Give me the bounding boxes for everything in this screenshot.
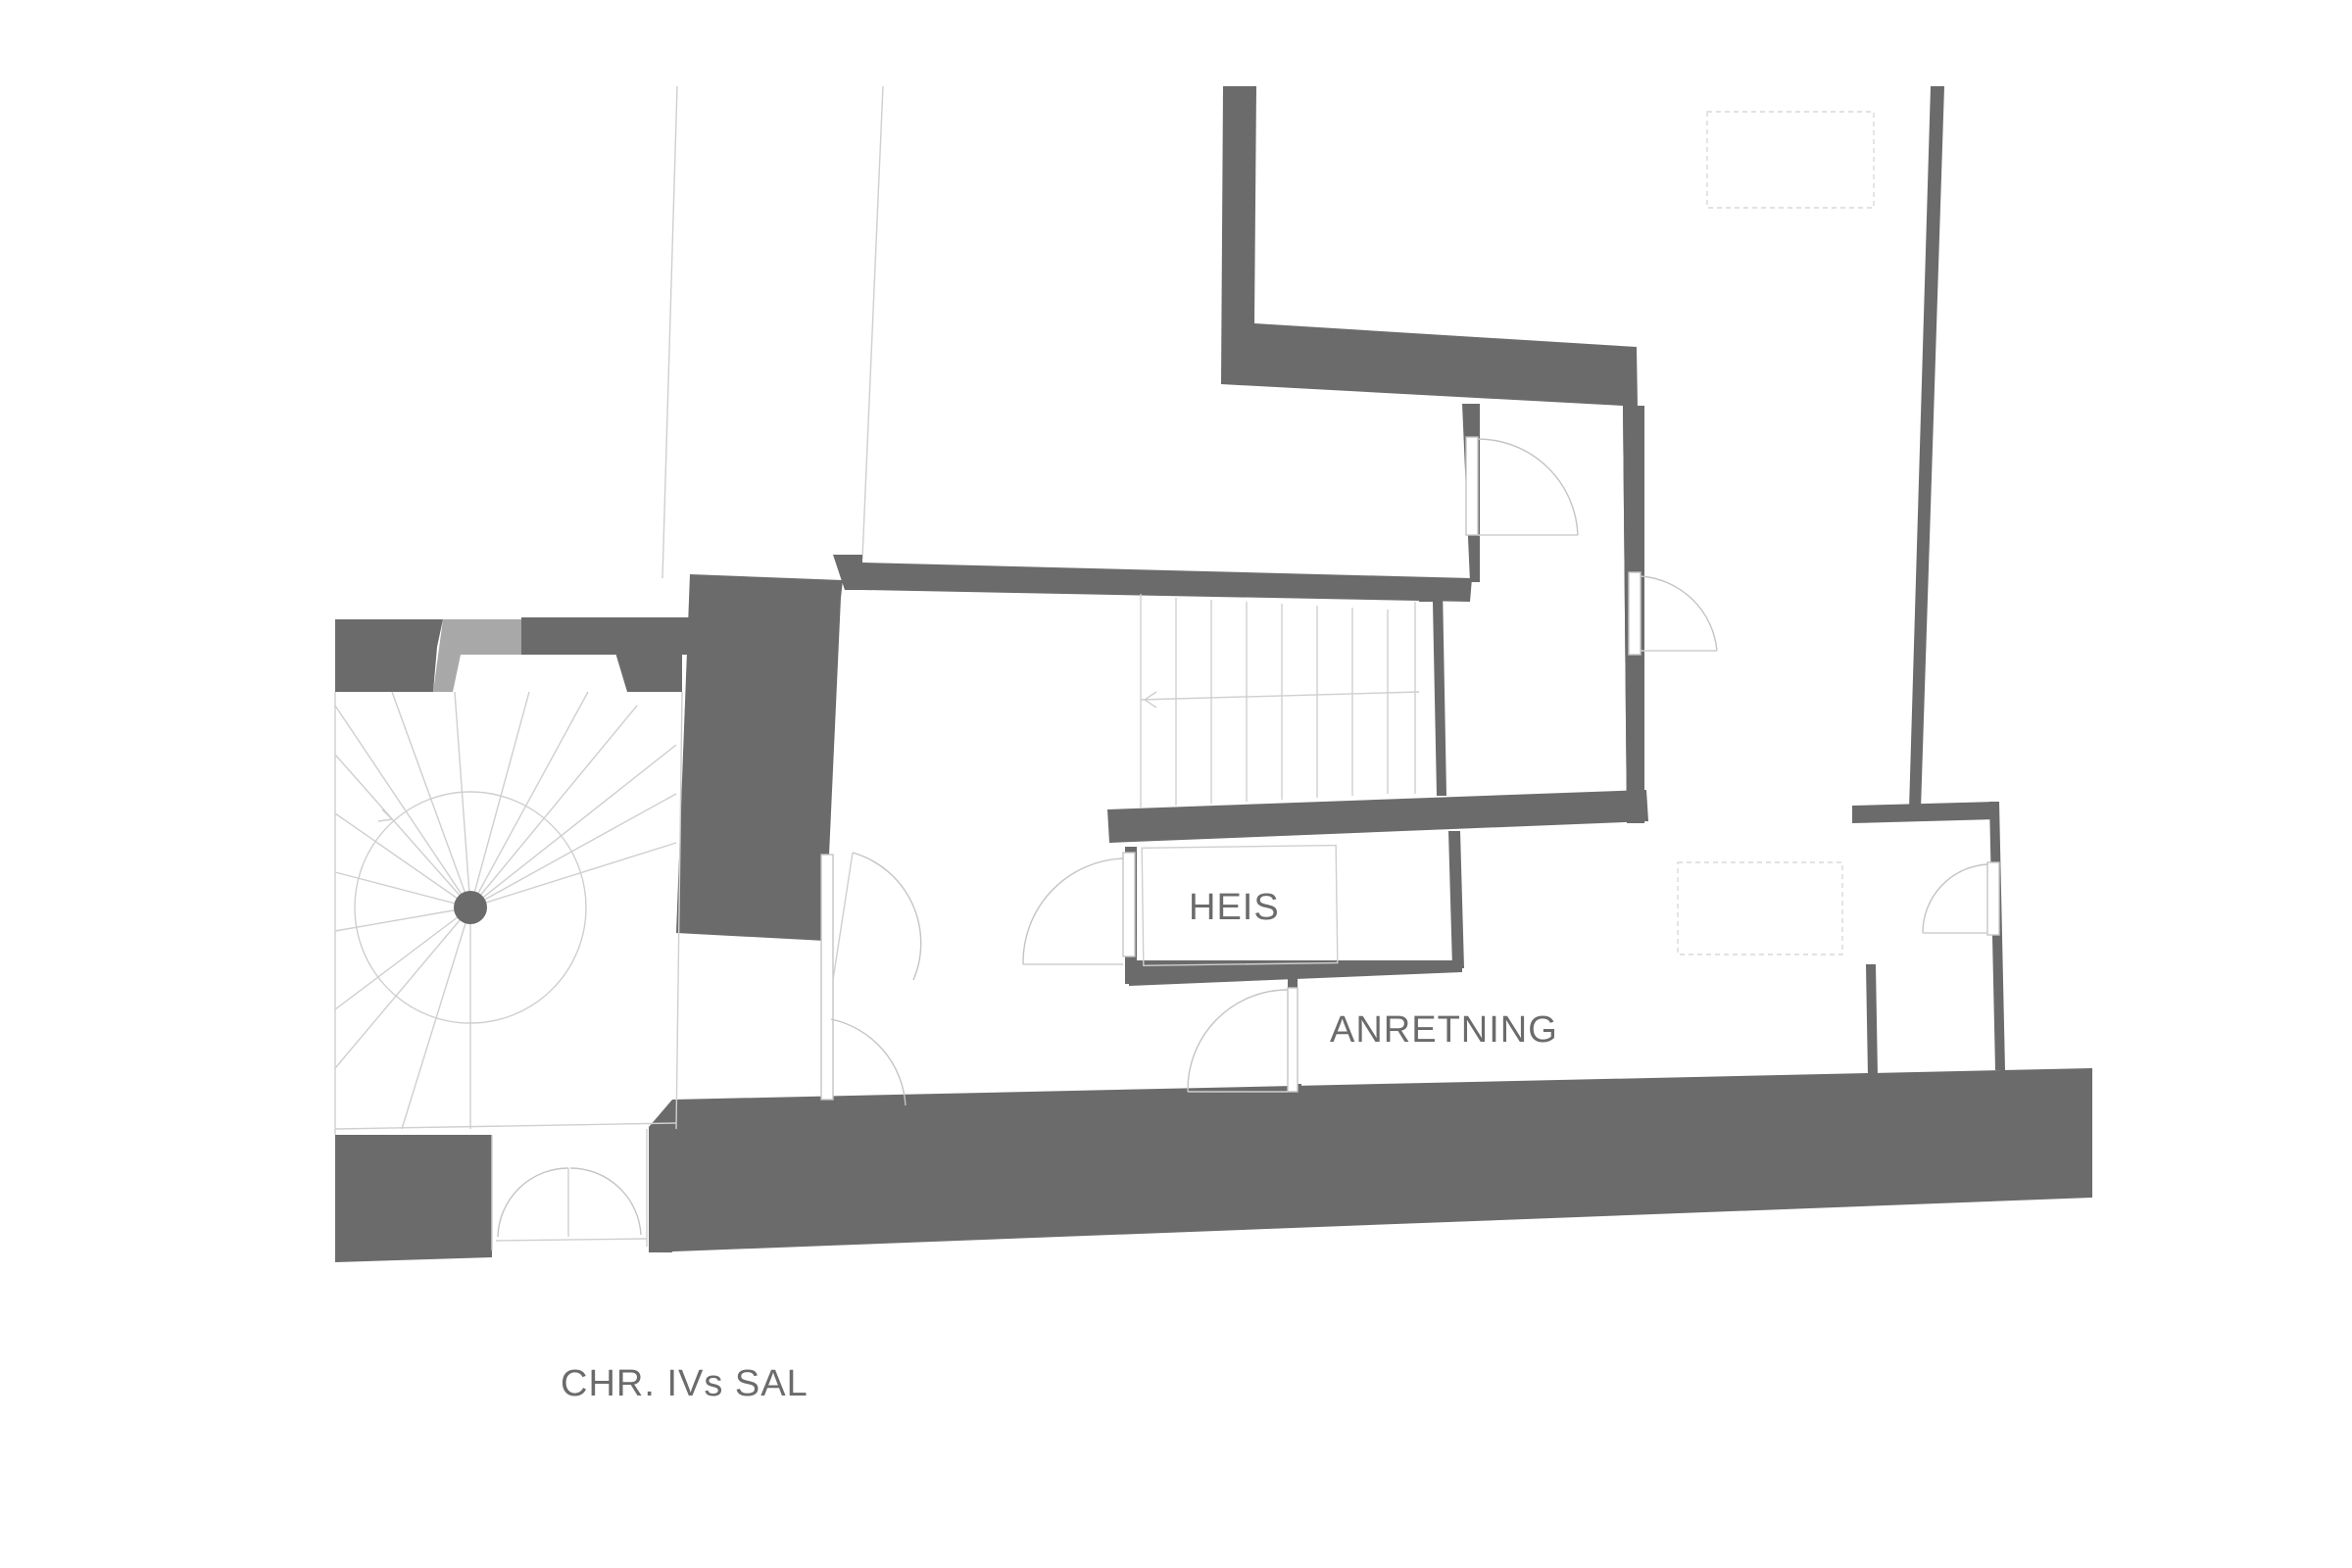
double-door-bottom-left (491, 1129, 648, 1250)
upper-corridor-door (1465, 436, 1579, 536)
spiral-staircase (334, 691, 683, 1135)
elevator-door (1022, 852, 1136, 965)
spiral-stair-post (454, 891, 487, 924)
faint-guide-lines (662, 85, 884, 579)
skylight-outline-top (1706, 111, 1875, 209)
walls (335, 86, 2092, 1262)
doors (491, 436, 2000, 1250)
elevator-cab (1141, 844, 1339, 967)
straight-staircase (1140, 594, 1420, 808)
double-door-room-left (820, 852, 922, 1106)
anretning-door (1187, 987, 1298, 1093)
plan-caption: CHR. IVs SAL (561, 1363, 808, 1404)
right-corridor-door (1628, 571, 1718, 656)
room-label-heis: HEIS (1189, 887, 1280, 928)
skylight-outline-right (1677, 861, 1843, 956)
room-label-anretning: ANRETNING (1330, 1009, 1558, 1051)
right-room-door (1922, 861, 2000, 936)
